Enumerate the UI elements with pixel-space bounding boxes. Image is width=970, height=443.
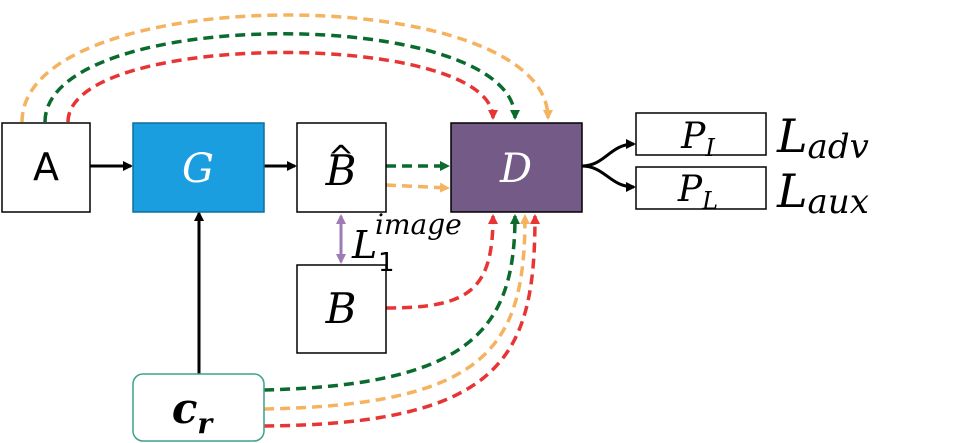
node-pl: PL <box>635 166 767 215</box>
node-a: A <box>1 122 91 213</box>
arc-cr-to-d-green <box>263 214 520 392</box>
arrow-d-to-pi <box>581 139 636 168</box>
loss-l1-sup: image <box>375 208 462 241</box>
node-b-hat: ^ B <box>296 122 387 213</box>
loss-adv-sub: adv <box>808 127 869 167</box>
node-cr-sub: r <box>197 407 214 440</box>
loss-adv-main: L <box>776 109 808 163</box>
arrow-bhat-to-d-orange <box>385 182 450 193</box>
node-b: B <box>296 264 387 354</box>
node-discriminator: D <box>450 122 583 213</box>
node-a-label: A <box>33 145 59 189</box>
loss-adv: Ladv <box>776 109 869 167</box>
node-pi: PI <box>635 112 767 162</box>
arc-a-to-d-red <box>66 50 498 123</box>
arc-cr-to-d-orange <box>263 214 530 411</box>
loss-l1: L <box>351 223 377 267</box>
arrow-d-to-pl <box>581 164 636 192</box>
svg-text:PI: PI <box>680 116 715 162</box>
arc-a-to-d-green <box>43 32 520 123</box>
node-generator-label: G <box>182 146 214 192</box>
loss-aux-sub: aux <box>808 182 869 222</box>
node-b-hat-accent: ^ <box>328 138 355 176</box>
node-pi-main: P <box>680 116 706 157</box>
node-b-hat-label: B <box>325 146 357 195</box>
node-generator: G <box>132 122 265 213</box>
node-pl-sub: L <box>701 187 718 215</box>
loss-l1-sub: 1 <box>378 248 395 278</box>
svg-text:cr: cr <box>172 384 215 440</box>
node-cr-main: c <box>172 384 198 433</box>
svg-text:PL: PL <box>677 169 718 215</box>
node-pi-sub: I <box>704 134 715 162</box>
node-cr: cr <box>132 373 265 442</box>
node-pl-main: P <box>677 169 703 210</box>
arc-b-to-d-red <box>385 214 498 310</box>
loss-aux-main: L <box>776 164 808 218</box>
node-discriminator-label: D <box>499 146 532 192</box>
loss-l1-main: L <box>351 223 377 267</box>
node-b-label: B <box>325 284 357 333</box>
arc-cr-to-d-red <box>263 214 540 428</box>
arc-a-to-d-orange <box>20 13 553 123</box>
loss-aux: Laux <box>776 164 869 222</box>
